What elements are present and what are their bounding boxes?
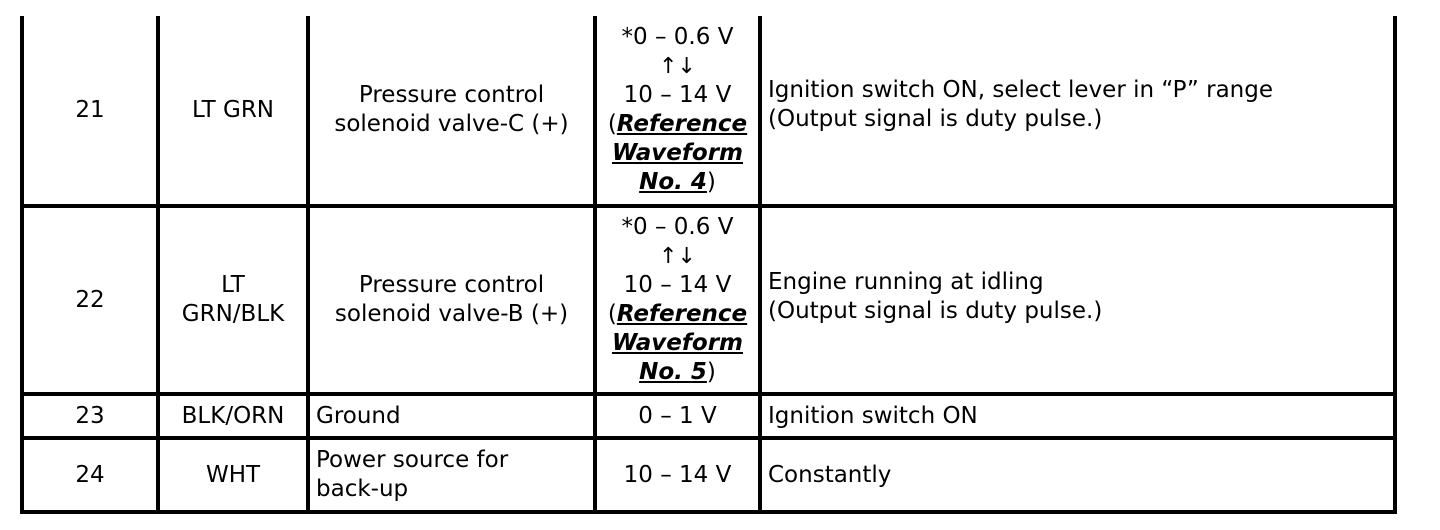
reference-waveform-link[interactable]: Reference [616, 301, 748, 327]
voltage-range: 10 – 14 V [623, 461, 732, 488]
wire-color: GRN/BLK [181, 301, 285, 327]
wire-color-cell: WHT [156, 436, 310, 514]
condition-line: Ignition switch ON [768, 402, 978, 429]
terminal-number-cell: 23 [20, 392, 160, 440]
voltage-cell: 0 – 1 V [593, 392, 762, 440]
condition-line: (Output signal is duty pulse.) [768, 106, 1103, 132]
reference-waveform-link[interactable]: No. 4 [639, 169, 707, 195]
voltage-high: 10 – 14 V [623, 82, 732, 108]
voltage-low: *0 – 0.6 V [621, 214, 734, 240]
table-row: 24 WHT Power source for back-up 10 – 14 … [20, 436, 1397, 514]
terminal-number-cell: 24 [20, 436, 160, 514]
terminal-number-cell: 21 [20, 16, 160, 208]
up-down-arrow-icon: ↑↓ [659, 244, 696, 269]
wire-color: WHT [205, 461, 261, 488]
terminal-number-cell: 22 [20, 204, 160, 396]
terminal-number: 22 [75, 286, 105, 313]
terminal-spec-table: 21 LT GRN Pressure control solenoid valv… [20, 16, 1397, 514]
reference-waveform-line1: (Reference [607, 301, 748, 327]
description-line: Ground [316, 402, 401, 429]
wire-color-cell: LT GRN/BLK [156, 204, 310, 396]
condition-line: Ignition switch ON, select lever in “P” … [768, 77, 1273, 103]
condition-line: (Output signal is duty pulse.) [768, 298, 1103, 324]
voltage-cell: 10 – 14 V [593, 436, 762, 514]
condition-cell: Constantly [758, 436, 1397, 514]
reference-waveform-line1: (Reference [607, 111, 748, 137]
condition-line: Constantly [768, 461, 892, 488]
description-line: back-up [316, 476, 409, 502]
voltage-range: 0 – 1 V [638, 402, 717, 429]
reference-waveform-link[interactable]: Waveform [611, 330, 744, 356]
description-line: Power source for [316, 447, 509, 473]
description-line: Pressure control [358, 82, 545, 108]
condition-line: Engine running at idling [768, 269, 1044, 295]
wire-color-cell: LT GRN [156, 16, 310, 208]
up-down-arrow-icon: ↑↓ [659, 54, 696, 79]
voltage-low: *0 – 0.6 V [621, 24, 734, 50]
voltage-cell: *0 – 0.6 V ↑↓ 10 – 14 V (Reference Wavef… [593, 204, 762, 396]
wire-color-cell: BLK/ORN [156, 392, 310, 440]
table-row: 21 LT GRN Pressure control solenoid valv… [20, 16, 1397, 208]
description-cell: Pressure control solenoid valve-C (+) [306, 16, 597, 208]
description-cell: Pressure control solenoid valve-B (+) [306, 204, 597, 396]
condition-cell: Ignition switch ON [758, 392, 1397, 440]
description-line: solenoid valve-C (+) [334, 111, 569, 137]
description-cell: Ground [306, 392, 597, 440]
description-cell: Power source for back-up [306, 436, 597, 514]
condition-cell: Engine running at idling (Output signal … [758, 204, 1397, 396]
terminal-number: 23 [75, 402, 105, 429]
description-line: solenoid valve-B (+) [334, 301, 569, 327]
wire-color: LT [221, 272, 245, 298]
terminal-number: 24 [75, 461, 105, 488]
condition-cell: Ignition switch ON, select lever in “P” … [758, 16, 1397, 208]
description-line: Pressure control [358, 272, 545, 298]
terminal-number: 21 [75, 96, 105, 123]
wire-color: LT GRN [191, 96, 275, 123]
table-row: 22 LT GRN/BLK Pressure control solenoid … [20, 204, 1397, 396]
voltage-cell: *0 – 0.6 V ↑↓ 10 – 14 V (Reference Wavef… [593, 16, 762, 208]
voltage-high: 10 – 14 V [623, 272, 732, 298]
wire-color: BLK/ORN [181, 402, 285, 429]
reference-waveform-link[interactable]: Waveform [611, 140, 744, 166]
reference-waveform-link[interactable]: Reference [616, 111, 748, 137]
table-row: 23 BLK/ORN Ground 0 – 1 V Ignition switc… [20, 392, 1397, 440]
reference-waveform-link[interactable]: No. 5 [639, 359, 707, 385]
